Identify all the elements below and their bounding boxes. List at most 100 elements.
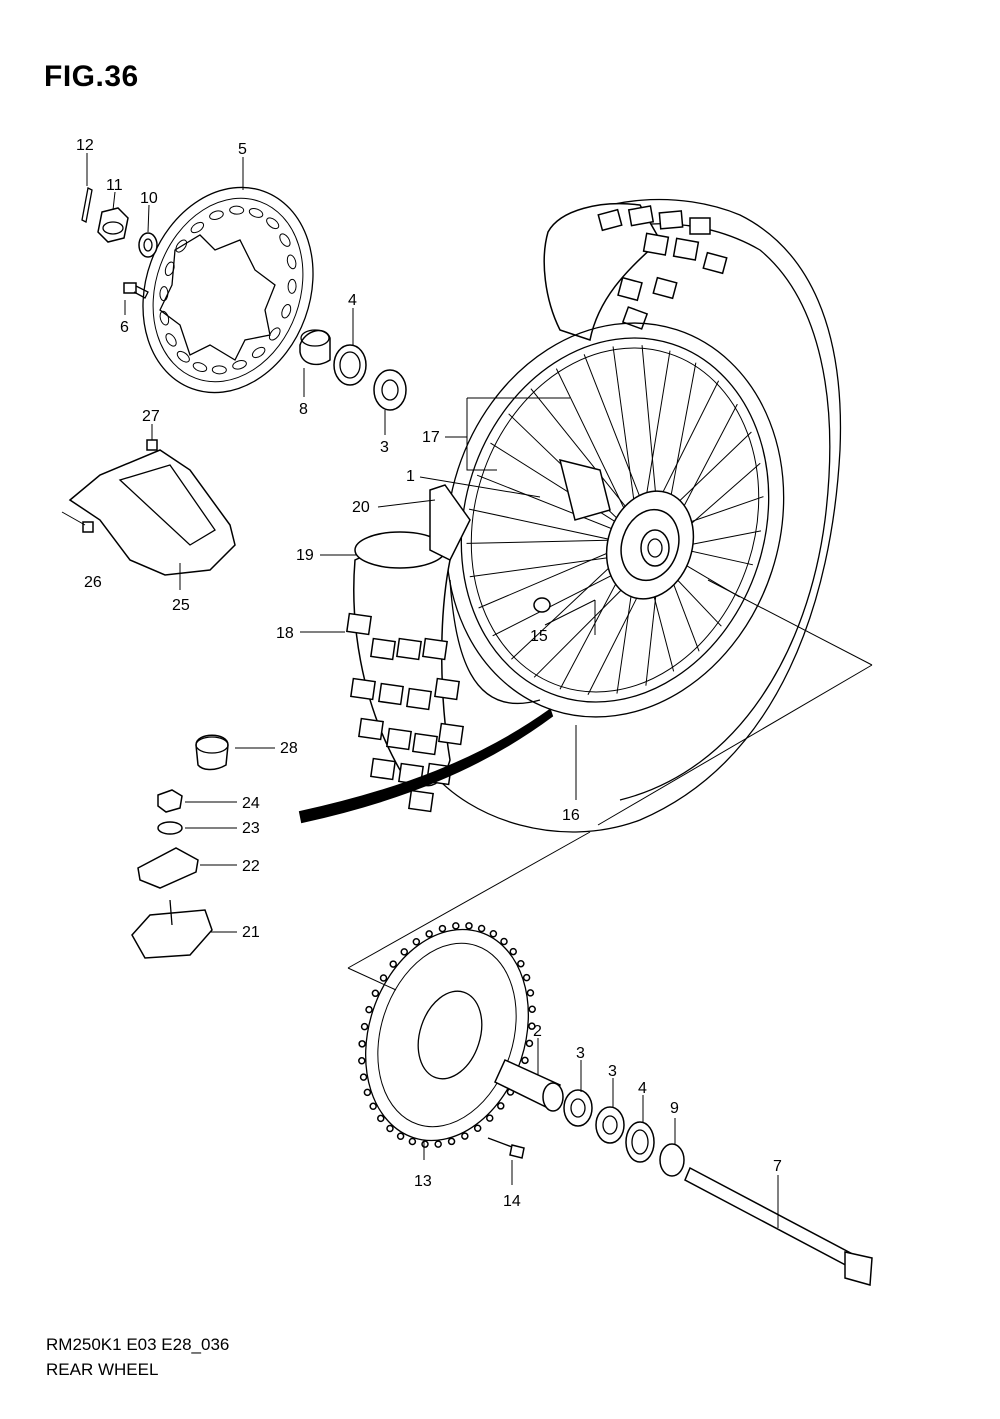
sprocket-tooth [521,1056,529,1065]
sprocket-tooth [497,1102,505,1110]
tread-block [378,682,404,706]
callout-27: 27 [142,408,160,425]
sprocket-tooth [477,924,486,933]
disc-hole [159,310,170,326]
callout-4b: 4 [638,1080,647,1097]
callout-24: 24 [242,795,260,812]
projection-lines [347,579,873,991]
sprocket-tooth [438,924,447,933]
disc-hole [268,327,281,341]
sprocket-tooth [408,1137,417,1146]
callout-19: 19 [296,547,314,564]
sprocket-tooth [369,1102,377,1111]
leader-lines [61,153,779,1228]
sprocket-tooth [371,989,380,998]
callout-17: 17 [422,429,440,446]
disc-hole [165,333,177,347]
figure-title: FIG.36 [44,60,139,93]
disc-hole [232,360,247,370]
sprocket-tooth [528,1022,536,1030]
callout-labels: 12 11 10 5 6 4 8 3 27 17 1 20 26 25 19 1… [76,137,782,1210]
sprocket-tooth [396,1132,405,1140]
tread-block [370,757,396,781]
sprocket-tooth [452,922,460,930]
tread-block [408,789,434,813]
tread-block [422,637,448,661]
sprocket-tooth [358,1057,366,1065]
callout-3b: 3 [576,1045,585,1062]
sprocket-tooth [489,930,498,938]
wheel-rim-assembly [445,322,785,718]
sprocket-tooth [465,922,473,930]
disc-hole [266,217,280,230]
sprocket-tooth [400,948,409,956]
disc-hole [176,350,190,363]
sprocket-tooth [522,973,531,982]
sprocket-tooth [377,1114,385,1123]
tread-block [370,637,396,661]
disc-hole [164,261,175,277]
callout-16: 16 [562,807,580,824]
callout-11: 11 [106,177,123,194]
sprocket-tooth [500,937,508,946]
sprocket-tooth [363,1088,372,1097]
disc-hole [192,362,208,373]
sprocket-tooth [365,1005,373,1014]
disc-hole [248,207,264,218]
sprocket-tooth [359,1073,368,1081]
rear-sprocket [358,922,536,1148]
disc-hole [279,233,291,247]
tread-block [434,677,460,701]
sprocket-tooth [360,1022,369,1031]
sprocket-tooth [389,960,397,968]
tread-block [350,677,376,701]
callout-26: 26 [84,574,102,591]
sprocket-tooth [425,930,433,938]
callout-10: 10 [140,190,158,207]
tread-block [396,637,422,661]
disc-hole [229,205,245,215]
sprocket-tooth [517,959,525,968]
tread-block [406,687,432,711]
sprocket-tooth [379,974,388,982]
sprocket-tooth [447,1137,456,1146]
sprocket-tooth [525,1039,534,1048]
tire-and-tube [346,484,541,813]
tread-block [438,722,464,746]
sprocket-tooth [412,938,421,946]
callout-22: 22 [242,858,260,875]
disc-hole [287,278,297,294]
callout-25: 25 [172,597,190,614]
tread-block [358,717,384,741]
callout-5: 5 [238,141,247,158]
disc-hole [251,346,266,359]
callout-1: 1 [406,468,415,485]
callout-7: 7 [773,1158,782,1175]
sprocket-tooth [421,1140,429,1148]
callout-4: 4 [348,292,357,309]
callout-8: 8 [299,401,308,418]
section-name: REAR WHEEL [46,1360,159,1379]
sprocket-tooth [434,1140,442,1148]
sprocket-tooth [461,1132,469,1140]
model-code: RM250K1 E03 E28_036 [46,1335,230,1354]
disc-hole [286,254,297,270]
tread-block [346,612,372,636]
rear-tire [429,198,842,833]
callout-2: 2 [533,1023,542,1040]
disc-hole [175,239,188,253]
disc-hole [211,365,227,375]
sprocket-tooth [528,1005,536,1013]
disc-hole [159,286,169,302]
callout-13: 13 [414,1173,432,1190]
tread-block [386,727,412,751]
callout-3: 3 [380,439,389,456]
callout-20: 20 [352,499,370,516]
sprocket-tooth [386,1124,394,1133]
sprocket-tooth [485,1114,494,1122]
callout-28: 28 [280,740,298,757]
tire-strip [298,708,554,824]
sprocket-tooth [526,989,535,997]
axle-stack [487,1059,873,1286]
tread-block [412,732,438,756]
